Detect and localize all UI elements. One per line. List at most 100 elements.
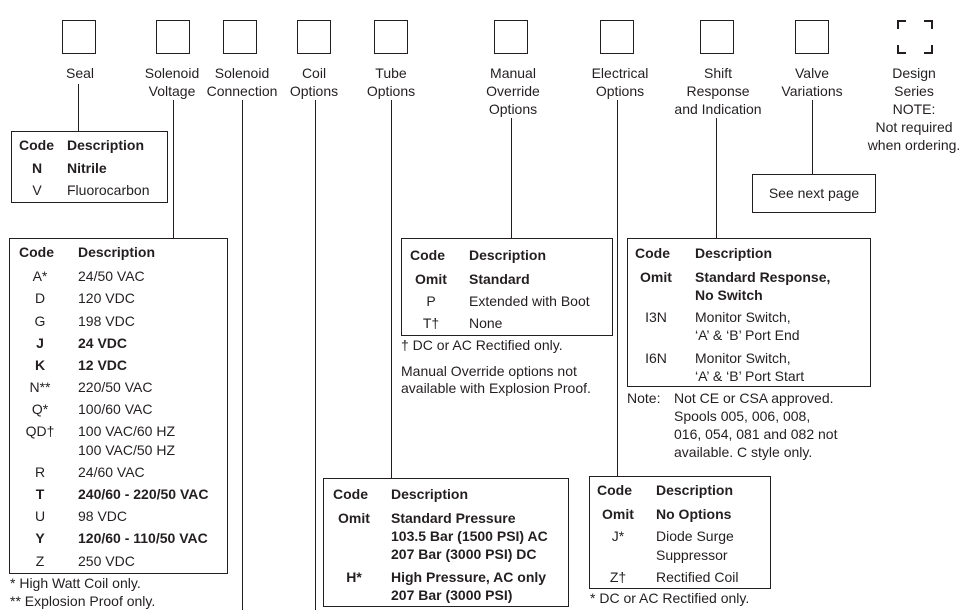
table-row-desc: High Pressure, AC only: [391, 569, 547, 585]
table-row-code: Omit: [640, 269, 672, 285]
table-row-desc: 24/60 VAC: [78, 464, 145, 480]
manual-table: Code Description Omit Standard P Extende…: [401, 238, 613, 336]
table-row-desc: No Options: [656, 506, 732, 522]
tube-desc-header: Description: [391, 486, 469, 502]
shift-note-label: Note:: [627, 390, 661, 406]
table-row-desc: Rectified Coil: [656, 569, 739, 585]
table-row-desc: Fluorocarbon: [67, 182, 150, 198]
table-row-code: R: [34, 464, 46, 480]
voltage-desc-header: Description: [78, 244, 156, 260]
table-row-code: H*: [346, 569, 362, 585]
table-row-code: D: [34, 290, 46, 306]
manual-desc-header: Description: [469, 247, 547, 263]
table-row-code: J: [36, 335, 44, 351]
table-row-code: A*: [32, 268, 48, 284]
table-row-desc: Monitor Switch,: [695, 309, 791, 325]
voltage-leader: [173, 100, 174, 238]
design-series-note: NOTE:: [892, 101, 936, 117]
seal-leader: [78, 84, 79, 131]
table-row-code: N**: [29, 379, 51, 395]
electrical-code-header: Code: [597, 482, 632, 498]
table-row-desc: 250 VDC: [78, 553, 135, 569]
manual-note-line-2: available with Explosion Proof.: [401, 380, 591, 396]
coil-leader: [315, 100, 316, 610]
table-row-desc: Standard: [469, 271, 530, 287]
table-row-desc: ‘A’ & ‘B’ Port Start: [695, 368, 805, 384]
table-row-desc: 207 Bar (3000 PSI): [391, 587, 513, 603]
table-row-code: U: [34, 508, 46, 524]
table-row-code: Q*: [31, 401, 49, 417]
variations-box: See next page: [752, 174, 876, 213]
design-series-label: Design Series NOTE: Not required when or…: [864, 64, 959, 154]
table-row-desc: No Switch: [695, 287, 763, 303]
electrical-table: Code Description Omit No Options J* Diod…: [589, 476, 771, 589]
table-row-code: Y: [35, 530, 45, 546]
table-row-desc: Standard Response,: [695, 269, 831, 285]
table-row-desc: Standard Pressure: [391, 510, 516, 526]
table-row-code: T†: [422, 315, 440, 331]
seal-table: Code Description N Nitrile V Fluorocarbo…: [11, 131, 168, 203]
table-row-code: Omit: [338, 510, 370, 526]
manual-code-header: Code: [410, 247, 445, 263]
variations-leader: [812, 100, 813, 174]
table-row-desc: ‘A’ & ‘B’ Port End: [695, 327, 800, 343]
shift-note-line-4: available. C style only.: [674, 444, 813, 460]
table-row-desc: 98 VDC: [78, 508, 128, 524]
design-series-box: [897, 20, 933, 54]
table-row-code: I6N: [645, 350, 667, 366]
table-row-code: Omit: [415, 271, 447, 287]
voltage-footnote-2: ** Explosion Proof only.: [10, 593, 156, 609]
table-row-code: QD†: [25, 423, 55, 439]
seal-desc-header: Description: [67, 137, 145, 153]
connection-leader: [242, 100, 243, 610]
variations-text: See next page: [768, 185, 860, 201]
voltage-table: Code Description A* 24/50 VAC D 120 VDC …: [9, 238, 228, 574]
table-row-desc: Extended with Boot: [469, 293, 590, 309]
table-row-desc: Suppressor: [656, 547, 728, 563]
table-row-desc: 120 VDC: [78, 290, 135, 306]
electrical-code-box: [600, 20, 634, 54]
electrical-footnote: * DC or AC Rectified only.: [590, 590, 750, 606]
table-row-desc: 100 VAC/60 HZ: [78, 423, 176, 439]
table-row-desc: 24/50 VAC: [78, 268, 145, 284]
shift-code-box: [700, 20, 734, 54]
connection-code-box: [223, 20, 257, 54]
table-row-code: V: [32, 182, 42, 198]
table-row-desc: 120/60 - 110/50 VAC: [78, 530, 208, 546]
table-row-desc: 100 VAC/50 HZ: [78, 442, 176, 458]
voltage-code-header: Code: [19, 244, 54, 260]
table-row-desc: 103.5 Bar (1500 PSI) AC: [391, 528, 548, 544]
tube-leader: [391, 100, 392, 478]
seal-code-header: Code: [19, 137, 54, 153]
variations-code-box: [795, 20, 829, 54]
table-row-code: K: [34, 357, 46, 373]
tube-code-box: [374, 20, 408, 54]
table-row-desc: 220/50 VAC: [78, 379, 153, 395]
shift-leader: [716, 118, 717, 238]
table-row-desc: 12 VDC: [78, 357, 128, 373]
shift-table: Code Description Omit Standard Response,…: [627, 238, 871, 387]
electrical-leader: [617, 100, 618, 476]
shift-note-line-3: 016, 054, 081 and 082 not: [674, 426, 838, 442]
tube-table: Code Description Omit Standard Pressure …: [323, 478, 569, 607]
shift-note-line-2: Spools 005, 006, 008,: [674, 408, 811, 424]
table-row-desc: Nitrile: [67, 160, 107, 176]
table-row-code: N: [31, 160, 43, 176]
table-row-code: Z: [35, 553, 45, 569]
table-row-desc: 100/60 VAC: [78, 401, 153, 417]
table-row-code: Z†: [609, 569, 627, 585]
table-row-desc: 240/60 - 220/50 VAC: [78, 486, 209, 502]
electrical-desc-header: Description: [656, 482, 734, 498]
table-row-code: I3N: [645, 309, 667, 325]
seal-label: Seal: [65, 65, 95, 81]
table-row-desc: Diode Surge: [656, 528, 734, 544]
manual-code-box: [494, 20, 528, 54]
voltage-footnote-1: * High Watt Coil only.: [10, 575, 141, 591]
table-row-desc: 207 Bar (3000 PSI) DC: [391, 546, 537, 562]
